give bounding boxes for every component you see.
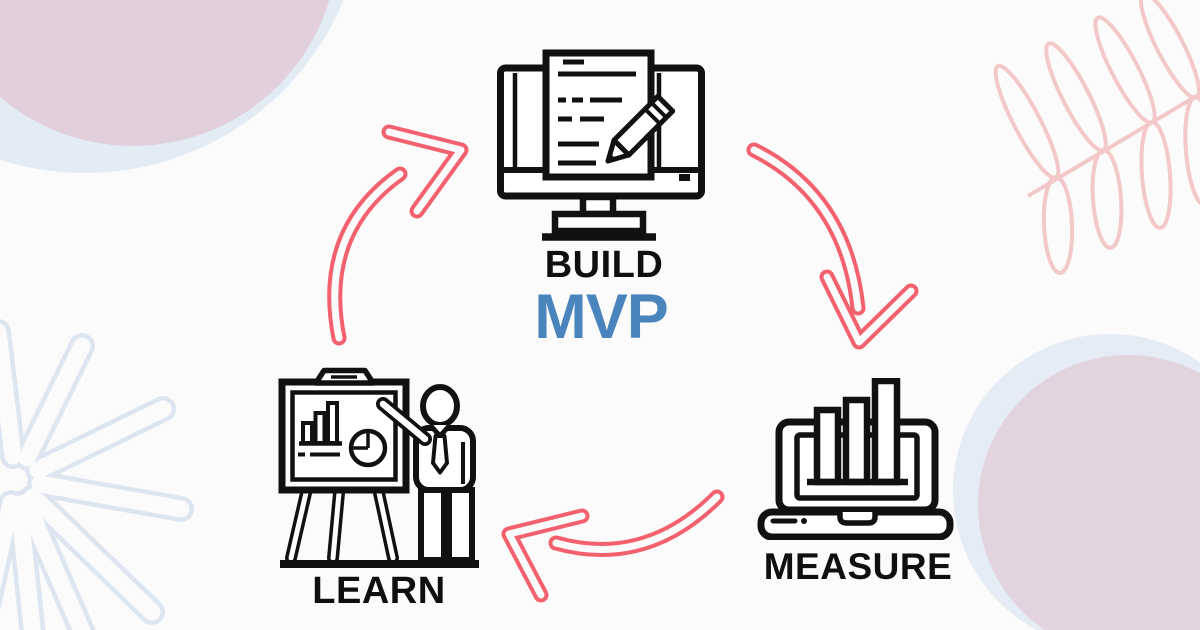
arrow-measure-to-learn <box>501 489 725 603</box>
top-left-pink-circle <box>0 0 330 146</box>
learn-presenter-flipchart-icon <box>278 367 479 568</box>
bottom-right-pink-circle <box>978 355 1200 630</box>
pencil-icon <box>605 93 676 164</box>
build-monitor-document-pencil-icon <box>497 49 705 241</box>
learn-label: LEARN <box>312 570 446 612</box>
flipchart-bar-chart <box>298 401 342 457</box>
build-label: BUILD <box>544 244 664 286</box>
arrow-build-to-measure <box>746 142 919 350</box>
arrow-learn-to-build <box>327 124 469 346</box>
presenter-person <box>376 384 476 563</box>
flipchart-pie-chart <box>348 428 388 468</box>
starburst-decoration <box>0 319 194 630</box>
measure-laptop-bar-chart-icon <box>757 378 954 540</box>
measure-label: MEASURE <box>763 546 953 587</box>
leaf-branch-decoration <box>993 0 1200 275</box>
mvp-center-title: MVP <box>534 282 669 352</box>
